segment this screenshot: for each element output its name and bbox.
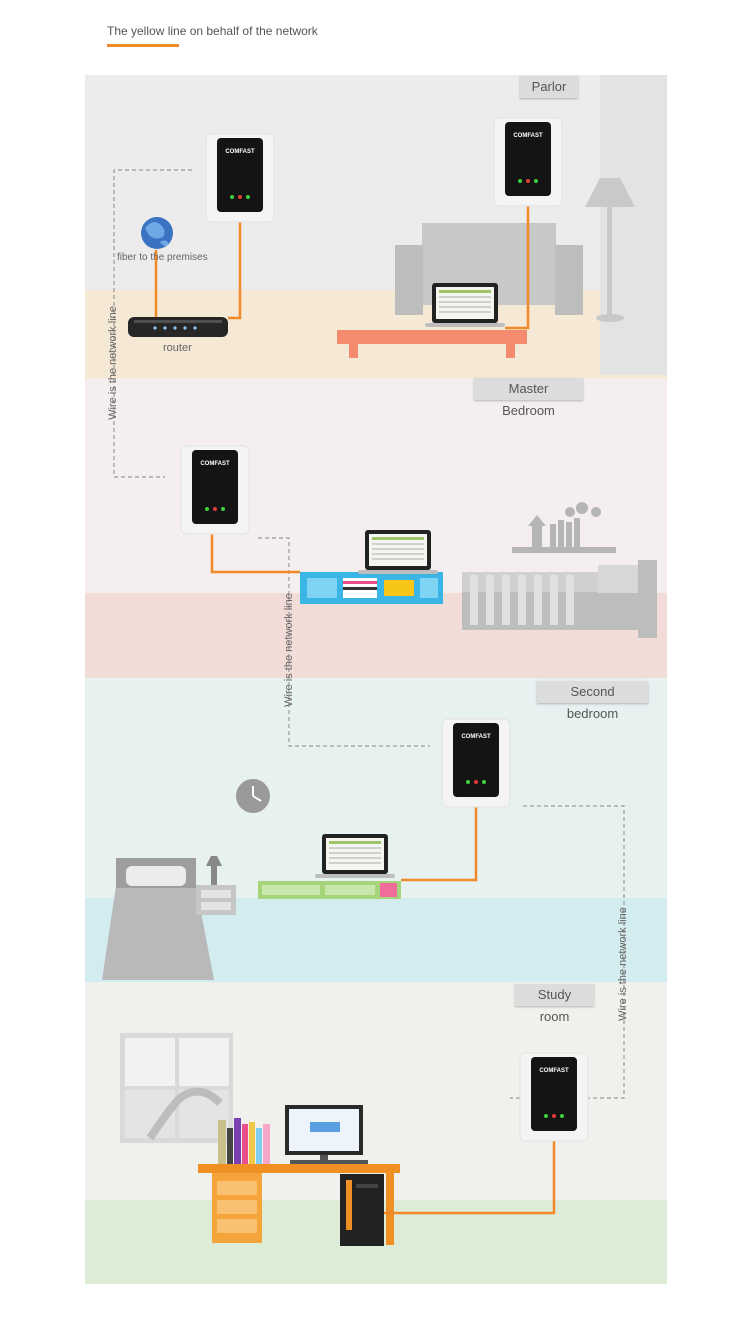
- router-label: router: [163, 342, 192, 354]
- router-device: [128, 317, 228, 337]
- bed: [462, 560, 657, 638]
- room-label-second-bedroom: Second bedroom: [537, 681, 648, 721]
- tv-cabinet-2: [258, 881, 401, 899]
- wall-clock: [236, 779, 270, 813]
- fiber-label: fiber to the premises: [117, 252, 208, 263]
- books: [218, 1118, 270, 1164]
- nightstand: [196, 856, 236, 915]
- room-label-parlor: Parlor: [520, 76, 578, 98]
- room-label-master-bedroom: Master Bedroom: [474, 378, 583, 418]
- floor-lamp: [585, 178, 635, 322]
- sofa: [395, 223, 583, 315]
- tv-cabinet: [300, 572, 443, 604]
- powerline-adapter: [493, 117, 563, 207]
- monitor: [285, 1105, 368, 1164]
- powerline-adapter: [441, 718, 511, 808]
- powerline-adapter: [519, 1052, 589, 1142]
- wire-label-1: Wire is the network line: [107, 306, 119, 420]
- desk: [198, 1164, 400, 1245]
- window: [120, 1033, 233, 1143]
- room-label-study-room: Study room: [515, 984, 594, 1024]
- pc-tower: [340, 1174, 384, 1246]
- bed-2: [102, 858, 214, 980]
- globe-icon: [141, 217, 173, 249]
- powerline-adapter: [205, 133, 275, 223]
- wire-label-3: Wire is the network line: [617, 907, 629, 1021]
- powerline-adapter: [180, 445, 250, 535]
- tv-table: [337, 330, 527, 358]
- network-diagram: COMFAST: [85, 75, 667, 1284]
- legend-title: The yellow line on behalf of the network: [107, 24, 318, 38]
- legend-line: [107, 44, 179, 47]
- wire-label-2: Wire is the network line: [283, 593, 295, 707]
- shelf-decor: [512, 502, 616, 553]
